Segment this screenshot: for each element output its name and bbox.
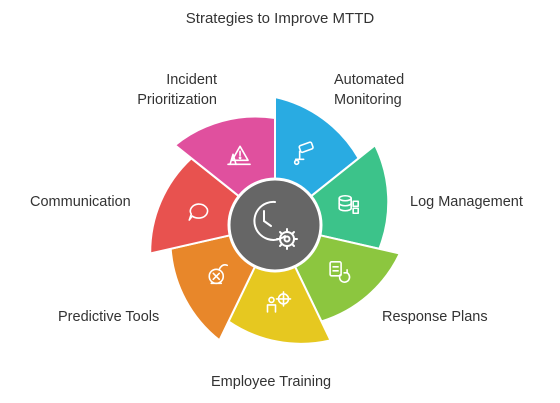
center-hub [227, 177, 323, 273]
database-icon-part [352, 207, 359, 215]
label-log-management: Log Management [410, 194, 523, 210]
clipboard-icon-part [343, 269, 348, 274]
label-communication: Communication [30, 194, 131, 210]
crystal-ball-icon-part [212, 272, 221, 281]
label-response-plans: Response Plans [382, 309, 488, 325]
warning-cone-icon-part [238, 156, 242, 160]
person-target-icon-part [268, 296, 275, 304]
clipboard-icon-part [329, 261, 342, 277]
database-icon-part [352, 200, 359, 208]
diagram-title: Strategies to Improve MTTD [185, 10, 375, 27]
label-predictive-tools: Predictive Tools [58, 309, 160, 325]
chat-bubble-icon [188, 203, 209, 221]
database-icon-part [338, 202, 352, 207]
clock-gear-icon [253, 200, 298, 250]
person-target-icon [266, 291, 292, 313]
database-icon [338, 194, 359, 215]
warning-cone-icon-part [231, 145, 249, 162]
chat-bubble-icon-part [188, 203, 209, 221]
warning-cone-icon-part [229, 153, 237, 166]
label-employee-training: Employee Training [211, 374, 332, 390]
database-icon-part [338, 197, 352, 212]
crystal-ball-icon [208, 264, 229, 285]
warning-cone-icon [227, 145, 251, 166]
security-camera-icon [293, 141, 314, 166]
person-target-icon-part [266, 304, 277, 313]
security-camera-icon-part [293, 159, 300, 166]
clipboard-icon [329, 261, 351, 283]
clipboard-icon-part [338, 272, 351, 283]
security-camera-icon-part [298, 141, 314, 154]
crystal-ball-icon-part [218, 264, 229, 271]
